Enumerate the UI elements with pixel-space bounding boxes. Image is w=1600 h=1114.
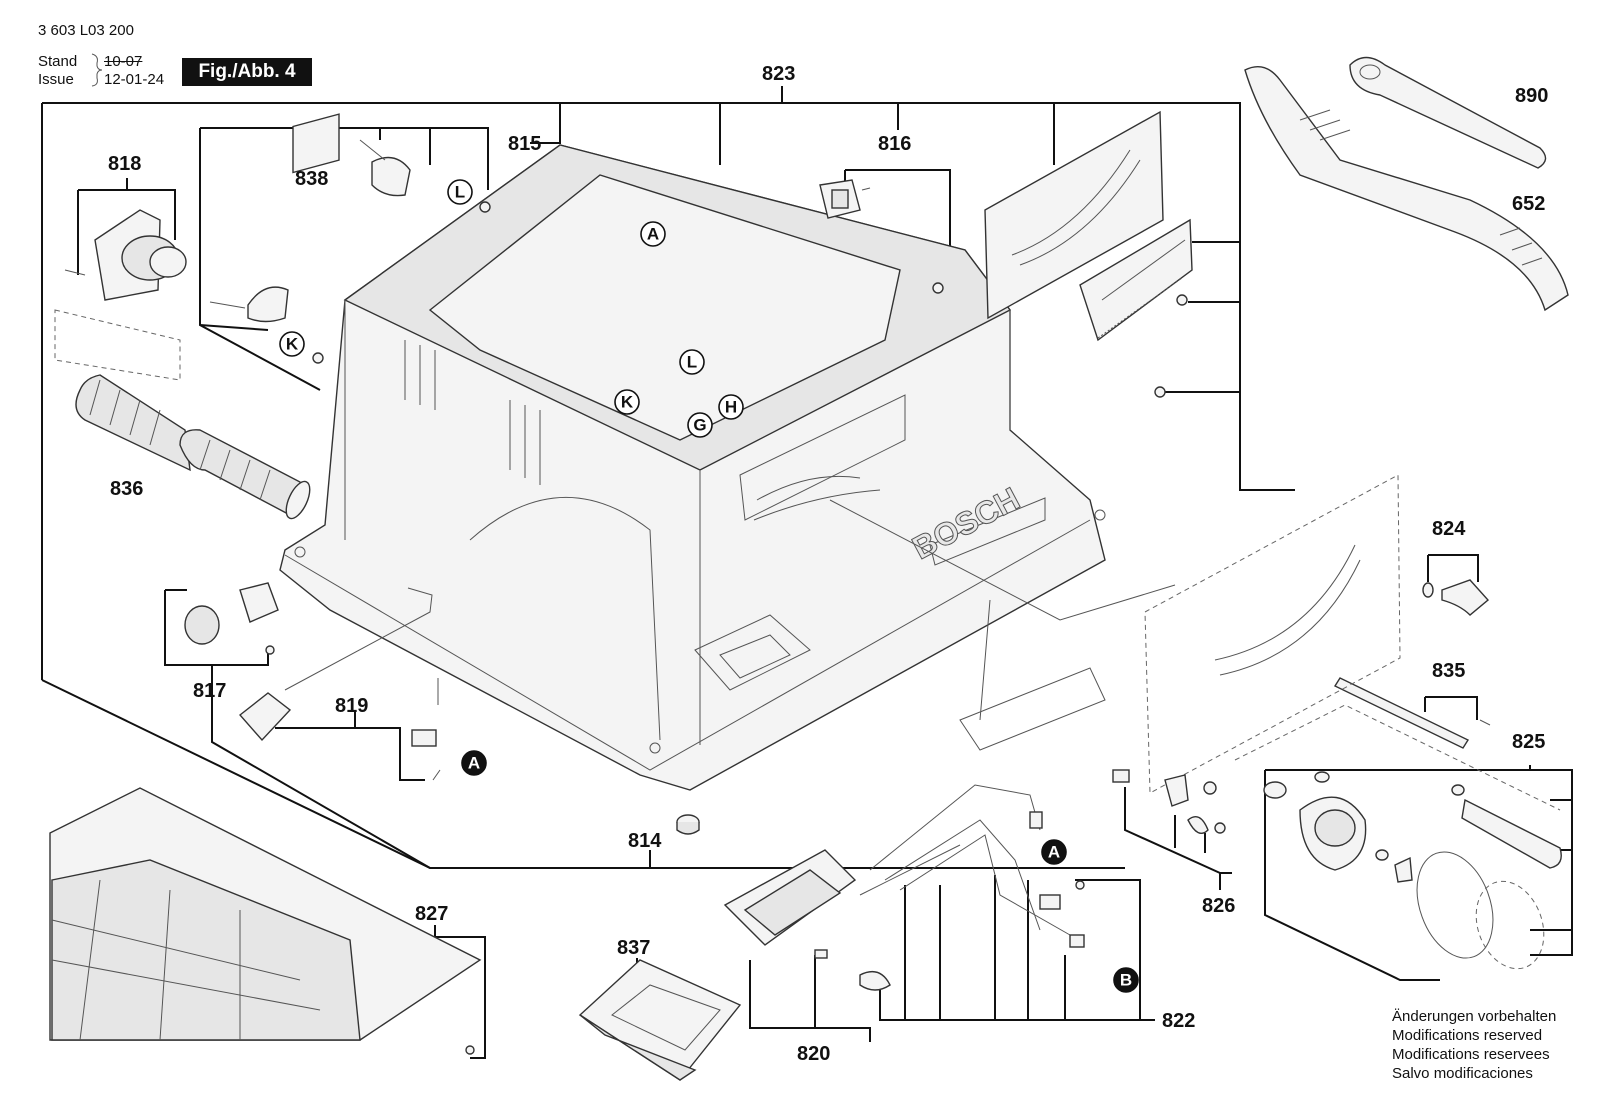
foot-part-814: [676, 814, 700, 835]
header-brace: [91, 53, 103, 87]
dust-hose-836: [54, 309, 311, 520]
part-number-818: 818: [108, 153, 141, 175]
notice-de: Änderungen vorbehalten: [1392, 1008, 1557, 1025]
svg-text:L: L: [455, 183, 465, 202]
guard-plates: [984, 110, 1193, 398]
old-date: 10-07: [104, 53, 143, 70]
svg-text:G: G: [693, 416, 706, 435]
part-number-836: 836: [110, 478, 143, 500]
part-number-838: 838: [295, 168, 328, 190]
part-number-835: 835: [1432, 660, 1465, 682]
part-number-822: 822: [1162, 1010, 1195, 1032]
grid-plate-827: [49, 787, 482, 1055]
marker-A-filled-cord: A: [461, 750, 487, 776]
part-number-837: 837: [617, 937, 650, 959]
part-number-652: 652: [1512, 193, 1545, 215]
battery-receptacle-820: [723, 849, 891, 991]
svg-text:K: K: [621, 393, 634, 412]
switch-816: [819, 179, 944, 294]
part-number-824: 824: [1432, 518, 1466, 540]
part-number-814: 814: [628, 830, 662, 852]
figure-label: Fig./Abb. 4: [182, 58, 312, 86]
part-number-816: 816: [878, 133, 911, 155]
svg-text:H: H: [725, 398, 737, 417]
leader-lines: [41, 86, 1573, 1059]
new-date: 12-01-24: [104, 71, 165, 88]
part-number-827: 827: [415, 903, 448, 925]
notice-fr: Modifications reservees: [1392, 1046, 1550, 1063]
marker-L-base: L: [679, 349, 705, 375]
label-838: [292, 113, 340, 174]
marker-K-clip: K: [279, 331, 305, 357]
issue-label: Issue: [38, 71, 74, 88]
marker-H: H: [718, 394, 744, 420]
svg-text:A: A: [1048, 843, 1060, 862]
part-number-890: 890: [1515, 85, 1548, 107]
lock-handle-825: [1234, 704, 1562, 970]
svg-text:K: K: [286, 335, 299, 354]
battery-cover-837: [578, 959, 742, 1081]
knob-817: [184, 582, 279, 655]
modifications-notice: Änderungen vorbehalten Modifications res…: [1392, 1007, 1556, 1083]
doc-number: 3 603 L03 200: [38, 22, 134, 39]
marker-G: G: [687, 412, 713, 438]
part-number-820: 820: [797, 1043, 830, 1065]
cable-clips-815: [209, 139, 491, 364]
svg-text:A: A: [468, 754, 480, 773]
power-cord-819: [238, 587, 441, 781]
base-frame-housing: BOSCH: [279, 144, 1106, 791]
part-number-819: 819: [335, 695, 368, 717]
notice-es: Salvo modificaciones: [1392, 1065, 1533, 1082]
threaded-rod-835: [1144, 474, 1491, 794]
part-number-826: 826: [1202, 895, 1235, 917]
part-number-825: 825: [1512, 731, 1545, 753]
wiring-harness-822: [859, 784, 1085, 948]
push-stick-890-652: [1244, 56, 1569, 312]
marker-L-clip: L: [447, 179, 473, 205]
frame-leader-hints: [829, 499, 1176, 751]
svg-text:B: B: [1120, 971, 1132, 990]
svg-text:L: L: [687, 353, 697, 372]
part-number-817: 817: [193, 680, 226, 702]
knob-824: [1422, 579, 1490, 616]
marker-K-base: K: [614, 389, 640, 415]
part-number-815: 815: [508, 133, 541, 155]
dust-adapter-818: [64, 209, 187, 301]
marker-B-filled: B: [1113, 967, 1139, 993]
bracket-826: [1112, 769, 1226, 834]
marker-A-top: A: [640, 221, 666, 247]
notice-en: Modifications reserved: [1392, 1027, 1543, 1044]
part-number-823: 823: [762, 63, 795, 85]
marker-A-filled-harness: A: [1041, 839, 1067, 865]
stand-label: Stand: [38, 53, 78, 70]
svg-text:A: A: [647, 225, 659, 244]
